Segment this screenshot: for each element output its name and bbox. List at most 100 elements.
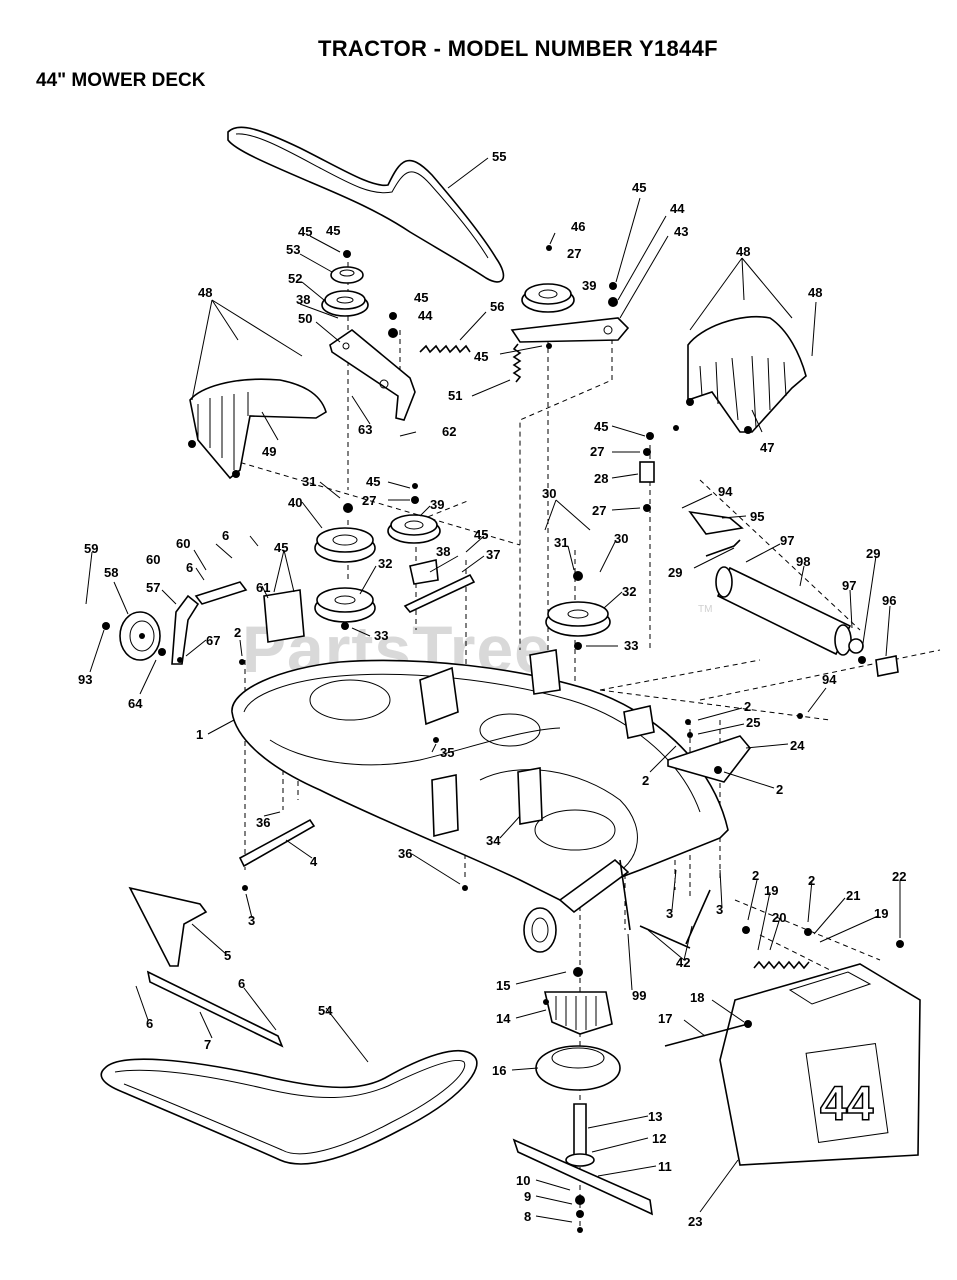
part-label: 6: [146, 1016, 153, 1031]
bracket-42: [639, 889, 711, 949]
part-label: 3: [666, 906, 673, 921]
part-label: 96: [882, 593, 896, 608]
part-label: 2: [234, 625, 241, 640]
idler-arm-bracket: [329, 329, 416, 421]
part-label: 48: [808, 285, 822, 300]
part-label: 32: [622, 584, 636, 599]
part-label: 37: [486, 547, 500, 562]
part-label: 54: [318, 1003, 333, 1018]
part-label: 27: [362, 493, 376, 508]
part-label: 98: [796, 554, 810, 569]
part-label: 2: [744, 699, 751, 714]
part-label: 94: [718, 484, 733, 499]
gauge-wheel-58: [119, 611, 161, 661]
part-label: 7: [204, 1037, 211, 1052]
deck-shield-left: [188, 378, 327, 480]
spindle-pulley-32-right: [545, 601, 611, 637]
part-label: 36: [256, 815, 270, 830]
idler-arm-43: [510, 317, 630, 343]
part-label: 12: [652, 1131, 666, 1146]
part-label: 21: [846, 888, 860, 903]
part-label: 27: [590, 444, 604, 459]
part-label: 23: [688, 1214, 702, 1229]
part-label: 14: [496, 1011, 511, 1026]
part-label: 48: [736, 244, 750, 259]
part-label: 28: [594, 471, 608, 486]
part-label: 9: [524, 1189, 531, 1204]
part-label: 6: [238, 976, 245, 991]
part-label: 22: [892, 869, 906, 884]
part-label: 93: [78, 672, 92, 687]
part-label: 16: [492, 1063, 506, 1078]
part-label: 63: [358, 422, 372, 437]
part-label: 19: [874, 906, 888, 921]
part-label: 19: [764, 883, 778, 898]
part-label: 50: [298, 311, 312, 326]
deck-badge: 44: [820, 1078, 874, 1131]
bracket-99: [619, 859, 631, 931]
part-label: 40: [288, 495, 302, 510]
spindle-housing: [543, 991, 613, 1035]
part-label: 55: [492, 149, 506, 164]
part-label: 10: [516, 1173, 530, 1188]
part-label: 97: [780, 533, 794, 548]
bracket-37: [403, 573, 476, 613]
part-label: 95: [750, 509, 764, 524]
bracket-29: [705, 539, 741, 557]
part-label: 20: [772, 910, 786, 925]
spring-51: [512, 343, 522, 383]
mower-deck-housing: [231, 649, 729, 901]
part-label: 52: [288, 271, 302, 286]
part-label: 2: [808, 873, 815, 888]
part-label: 39: [582, 278, 596, 293]
belt-55: [227, 126, 505, 283]
part-label: 25: [746, 715, 760, 730]
part-label: 33: [624, 638, 638, 653]
part-label: 13: [648, 1109, 662, 1124]
part-label: 5: [224, 948, 231, 963]
part-label: 48: [198, 285, 212, 300]
baffle-24: [667, 735, 752, 783]
watermark-tm: TM: [698, 604, 712, 615]
part-label: 45: [298, 224, 312, 239]
spindle-shaft: [573, 1103, 587, 1157]
part-label: 64: [128, 696, 143, 711]
idler-pulley-52: [321, 290, 369, 317]
spindle-shield-ring: [535, 1045, 621, 1091]
part-label: 8: [524, 1209, 531, 1224]
part-label: 4: [310, 854, 318, 869]
part-label: 29: [668, 565, 682, 580]
part-label: 49: [262, 444, 276, 459]
part-label: 30: [542, 486, 556, 501]
part-label: 29: [866, 546, 880, 561]
part-label: 2: [642, 773, 649, 788]
page-title: TRACTOR - MODEL NUMBER Y1844F: [318, 36, 718, 61]
part-label: 56: [490, 299, 504, 314]
bracket-95: [688, 510, 744, 535]
part-label: 6: [222, 528, 229, 543]
part-label: 62: [442, 424, 456, 439]
belt-54: [100, 1049, 478, 1165]
part-label: 51: [448, 388, 462, 403]
part-label: 18: [690, 990, 704, 1005]
part-label: 45: [632, 180, 646, 195]
part-label: 58: [104, 565, 118, 580]
part-label: 46: [571, 219, 585, 234]
anti-scalp-roller: [715, 566, 864, 656]
part-label: 38: [296, 292, 310, 307]
part-label: 60: [146, 552, 160, 567]
part-label: 6: [186, 560, 193, 575]
part-label: 44: [670, 201, 685, 216]
part-label: 17: [658, 1011, 672, 1026]
part-label: 45: [326, 223, 340, 238]
bracket-5: [128, 886, 208, 967]
part-label: 45: [366, 474, 380, 489]
bracket-38: [409, 559, 439, 585]
part-label: 59: [84, 541, 98, 556]
spring-20: [753, 960, 810, 970]
deck-shield-right: [686, 316, 807, 434]
part-label: 42: [676, 955, 690, 970]
part-label: 11: [658, 1159, 672, 1174]
rod-17: [664, 1023, 749, 1047]
